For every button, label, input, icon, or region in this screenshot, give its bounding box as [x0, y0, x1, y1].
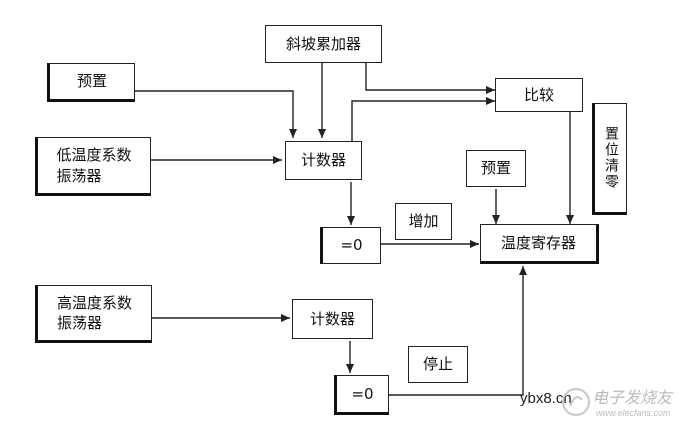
increase-box: 增加 [395, 203, 452, 240]
temp-register-box: 温度寄存器 [480, 224, 599, 264]
eq-zero-bottom-label: =0 [351, 384, 374, 403]
preset-top-box: 预置 [47, 63, 135, 102]
watermark-brand-url: www.elecfans.com [596, 408, 671, 418]
preset-mid-label: 预置 [480, 159, 511, 178]
clear-box: 置位清零 [592, 103, 627, 215]
compare-box: 比较 [495, 78, 583, 112]
counter-top-label: 计数器 [300, 151, 346, 170]
ramp-accumulator-box: 斜坡累加器 [265, 25, 382, 63]
counter-bottom-box: 计数器 [292, 299, 373, 339]
watermark-site-url: ybx8.cn [520, 390, 572, 407]
temp-register-label: 温度寄存器 [500, 233, 576, 252]
watermark: ybx8.cn 电子发烧友 www.elecfans.com [520, 384, 696, 424]
increase-label: 增加 [408, 212, 439, 231]
compare-label: 比较 [523, 85, 554, 104]
stop-label: 停止 [422, 355, 453, 374]
eq-zero-bottom-box: =0 [334, 375, 389, 415]
arrow-counter-to-compare [351, 97, 495, 142]
clear-label: 置位清零 [602, 126, 619, 190]
high-temp-oscillator-box: 高温度系数 振荡器 [35, 285, 152, 343]
counter-top-box: 计数器 [285, 141, 362, 180]
eq-zero-top-box: =0 [320, 227, 381, 264]
stop-box: 停止 [408, 346, 468, 383]
counter-bottom-label: 计数器 [309, 309, 355, 328]
watermark-brand: 电子发烧友 [592, 388, 673, 407]
eq-zero-top-label: =0 [340, 236, 363, 255]
low-temp-oscillator-label: 低温度系数 振荡器 [56, 146, 132, 185]
arrow-zero-bottom-to-register [389, 266, 527, 396]
ramp-accumulator-label: 斜坡累加器 [285, 34, 361, 53]
arrow-preset-to-counter [135, 90, 297, 138]
preset-top-label: 预置 [76, 72, 107, 91]
low-temp-oscillator-box: 低温度系数 振荡器 [35, 137, 151, 196]
arrow-ramp-to-compare [365, 63, 495, 94]
elecfans-logo-icon [562, 388, 590, 416]
preset-mid-box: 预置 [466, 150, 526, 187]
high-temp-oscillator-label: 高温度系数 振荡器 [56, 293, 132, 332]
